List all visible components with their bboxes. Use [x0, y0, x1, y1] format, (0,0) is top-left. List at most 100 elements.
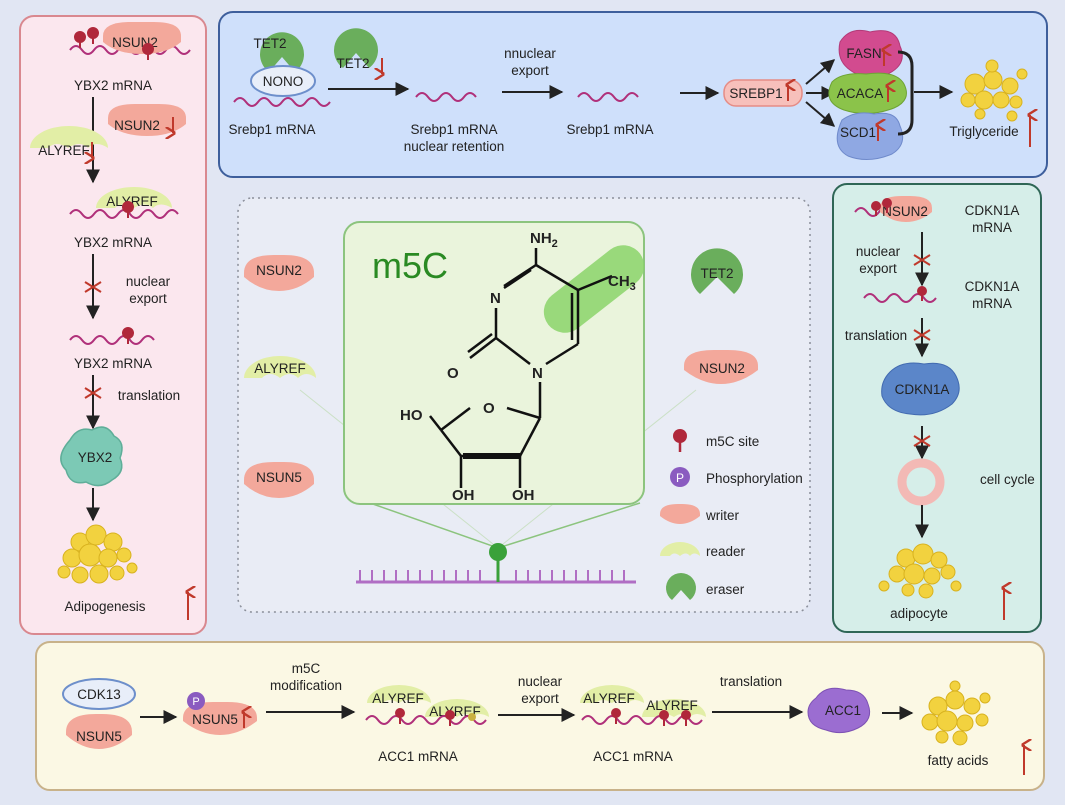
nsun5-writer-shape [244, 462, 314, 498]
fat-droplets-icon [878, 543, 962, 599]
nuclear-export-label: export [129, 291, 167, 306]
srebp1-retention-label: nuclear retention [404, 139, 505, 154]
tet2-eraser-shape [691, 248, 744, 294]
alyref-reader-shape [30, 126, 108, 148]
cell-cycle-label: cell cycle [980, 472, 1035, 487]
alyref-label: ALYREF [106, 194, 158, 209]
eraser-icon [665, 573, 697, 600]
writer-label: NSUN2 [256, 263, 302, 278]
cdkn1a-mrna-label: CDKN1A [965, 203, 1020, 218]
oh-label: OH [512, 487, 535, 504]
left-panel [19, 15, 207, 635]
translation-label: translation [118, 388, 180, 403]
srebp1-mrna-label: Srebp1 mRNA [228, 122, 315, 137]
eraser-label: TET2 [700, 266, 733, 281]
nsun2-writer-shape [244, 255, 314, 291]
cdkn1a-mrna-strand [863, 293, 937, 303]
m5c-site-icon [122, 327, 134, 344]
legend-writer: writer [705, 508, 740, 523]
nsun2-writer-shape [684, 350, 758, 384]
export-label: export [511, 63, 549, 78]
srebp1-mrna-strand [415, 92, 477, 102]
ho-label: HO [400, 407, 423, 424]
alyref-label: ALYREF [583, 691, 635, 706]
ch3-label: CH3 [608, 273, 636, 293]
fatty-acids-label: fatty acids [928, 753, 989, 768]
export-label: nnuclear [504, 46, 556, 61]
acc1-mrna-label: ACC1 mRNA [593, 749, 673, 764]
alyref-reader-shape [96, 187, 172, 208]
nsun5-up-shape [183, 702, 257, 735]
nsun5-label: NSUN5 [76, 729, 122, 744]
alyref-down-label: ALYREF [38, 143, 90, 158]
center-panel-content: NSUN2 ALYREF NSUN5 TET2 NSUN2 m5C [244, 221, 803, 600]
ybx2-protein-shape [60, 426, 123, 487]
legend-phosphorylation: Phosphorylation [706, 471, 803, 486]
cdkn1a-mrna-label: mRNA [972, 220, 1012, 235]
nuclear-export-label: export [859, 261, 897, 276]
ybx2-mrna-label: YBX2 mRNA [74, 356, 152, 371]
cell-cycle-icon [897, 458, 945, 506]
cytosine-structure [429, 248, 613, 488]
srebp1-mrna-label: Srebp1 mRNA [566, 122, 653, 137]
tet2-eraser-shape [260, 32, 304, 72]
nh2-label: NH2 [530, 230, 558, 250]
rna-bases [359, 570, 625, 582]
phosphorylation-symbol: P [676, 471, 684, 485]
writer-label: NSUN5 [256, 470, 302, 485]
cdkn1a-mrna-label: mRNA [972, 296, 1012, 311]
fasn-label: FASN [846, 46, 881, 61]
alyref-reader-shape [244, 356, 316, 378]
translation-label: translation [720, 674, 782, 689]
ybx2-protein-label: YBX2 [78, 450, 113, 465]
m5c-modification-label: m5C [292, 661, 321, 676]
block-icon [913, 254, 931, 266]
alyref-label: ALYREF [372, 691, 424, 706]
flow-arrow [805, 59, 836, 85]
acaca-label: ACACA [837, 86, 884, 101]
triglyceride-label: Triglyceride [949, 124, 1018, 139]
scd1-label: SCD1 [840, 125, 876, 140]
left-panel-content: NSUN2 YBX2 mRNA NSUN2 ALYREF ALYREF YBX2… [30, 22, 190, 620]
fat-droplets-icon [921, 680, 991, 746]
methyl-highlight [543, 245, 645, 333]
srebp1-label: SREBP1 [729, 86, 782, 101]
block-icon [913, 329, 931, 341]
carbonyl-o-label: O [447, 365, 459, 382]
m5c-base-marker [489, 543, 507, 561]
writer-icon [660, 504, 700, 524]
srebp1-mrna-strand [233, 97, 331, 107]
ring-n-label: N [490, 290, 501, 307]
bottom-panel-content: CDK13 NSUN5 NSUN5 P m5C modification ALY… [62, 661, 1024, 775]
nsun2-label: NSUN2 [882, 204, 928, 219]
cdkn1a-mrna-label: CDKN1A [965, 279, 1020, 294]
cdk13-label: CDK13 [77, 687, 121, 702]
phosphorylation-symbol: P [192, 696, 199, 708]
alyref-reader-shape [367, 685, 431, 703]
m5c-site-icon [468, 713, 476, 721]
acc1-label: ACC1 [825, 703, 861, 718]
srebp1-protein-shape [723, 79, 803, 107]
ybx2-mrna-strand [69, 335, 155, 345]
oh-label: OH [452, 487, 475, 504]
alyref-reader-shape [580, 685, 644, 703]
acc1-protein-shape [807, 687, 871, 734]
reader-icon [660, 542, 700, 556]
alyref-label: ALYREF [646, 698, 698, 713]
bracket [897, 50, 914, 136]
tet2-label: TET2 [253, 36, 286, 51]
fat-droplets-icon [960, 59, 1028, 122]
right-panel-content: NSUN2 CDKN1A mRNA nuclear export CDKN1A … [845, 196, 1035, 621]
ybx2-mrna-label: YBX2 mRNA [74, 78, 152, 93]
ybx2-mrna-label: YBX2 mRNA [74, 235, 152, 250]
legend: m5C site P Phosphorylation writer reader… [660, 429, 803, 600]
export-label: nuclear [518, 674, 563, 689]
alyref-reader-shape [425, 699, 489, 717]
m5c-site-icon [395, 708, 455, 726]
adipogenesis-label: Adipogenesis [64, 599, 145, 614]
srebp1-mrna-strand [577, 92, 639, 102]
srebp1-retention-label: Srebp1 mRNA [410, 122, 497, 137]
nsun2-writer-shape [103, 22, 181, 54]
